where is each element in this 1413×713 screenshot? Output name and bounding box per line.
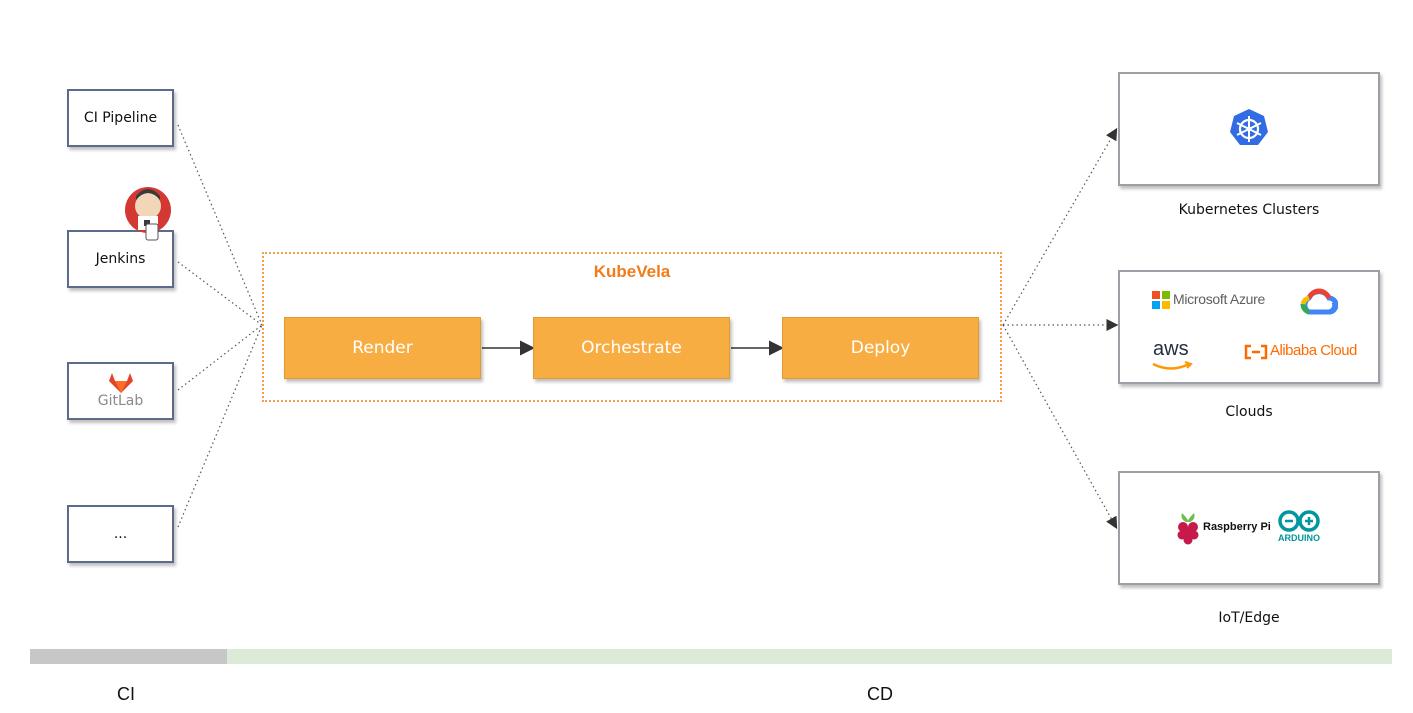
connector-more — [177, 324, 263, 528]
stage-orchestrate-label: Orchestrate — [581, 338, 682, 358]
cd-phase-bar — [227, 649, 1392, 664]
microsoft-icon — [1152, 291, 1170, 309]
aws-smile-icon — [1152, 361, 1193, 370]
arduino-icon — [1278, 510, 1320, 532]
gitlab-box: GitLab — [67, 362, 174, 420]
kubernetes-label: Kubernetes Clusters — [1178, 202, 1320, 218]
gitlab-icon — [108, 373, 133, 393]
raspberry-pi-icon — [1177, 513, 1199, 545]
aws-logo-text: aws — [1153, 338, 1189, 360]
ci-phase-bar — [30, 649, 227, 664]
stage-render: Render — [284, 317, 481, 379]
alibaba-logo-text: Alibaba Cloud — [1270, 342, 1357, 359]
clouds-box — [1118, 270, 1380, 384]
iot-label: IoT/Edge — [1218, 610, 1280, 626]
kubernetes-icon — [1230, 109, 1268, 145]
more-sources-box: ... — [67, 505, 174, 563]
connector-ci-pipeline — [177, 124, 263, 326]
ci-pipeline-label: CI Pipeline — [83, 110, 158, 126]
ci-pipeline-box: CI Pipeline — [67, 89, 174, 147]
kubevela-frame — [262, 252, 1002, 402]
connector-to-iot — [1002, 324, 1118, 530]
stage-render-label: Render — [352, 338, 413, 358]
connector-gitlab — [177, 324, 263, 391]
ci-phase-label: CI — [117, 684, 135, 704]
alibaba-cloud-icon — [1244, 344, 1268, 360]
stage-orchestrate: Orchestrate — [533, 317, 730, 379]
cd-phase-label: CD — [867, 684, 893, 704]
clouds-label: Clouds — [1225, 404, 1273, 420]
connector-jenkins — [177, 261, 263, 326]
arduino-logo-text: ARDUINO — [1278, 533, 1320, 543]
connector-to-kubernetes — [1002, 127, 1118, 326]
azure-logo-text: Microsoft Azure — [1173, 291, 1265, 307]
jenkins-icon — [125, 187, 171, 241]
gitlab-label: GitLab — [97, 393, 144, 409]
stage-deploy-label: Deploy — [850, 338, 911, 358]
iot-box — [1118, 471, 1380, 585]
raspberry-pi-logo-text: Raspberry Pi — [1203, 521, 1271, 533]
stage-deploy: Deploy — [782, 317, 979, 379]
kubevela-title: KubeVela — [593, 262, 671, 281]
jenkins-label: Jenkins — [95, 251, 146, 267]
more-sources-label: ... — [113, 526, 128, 542]
google-cloud-icon — [1300, 288, 1338, 315]
